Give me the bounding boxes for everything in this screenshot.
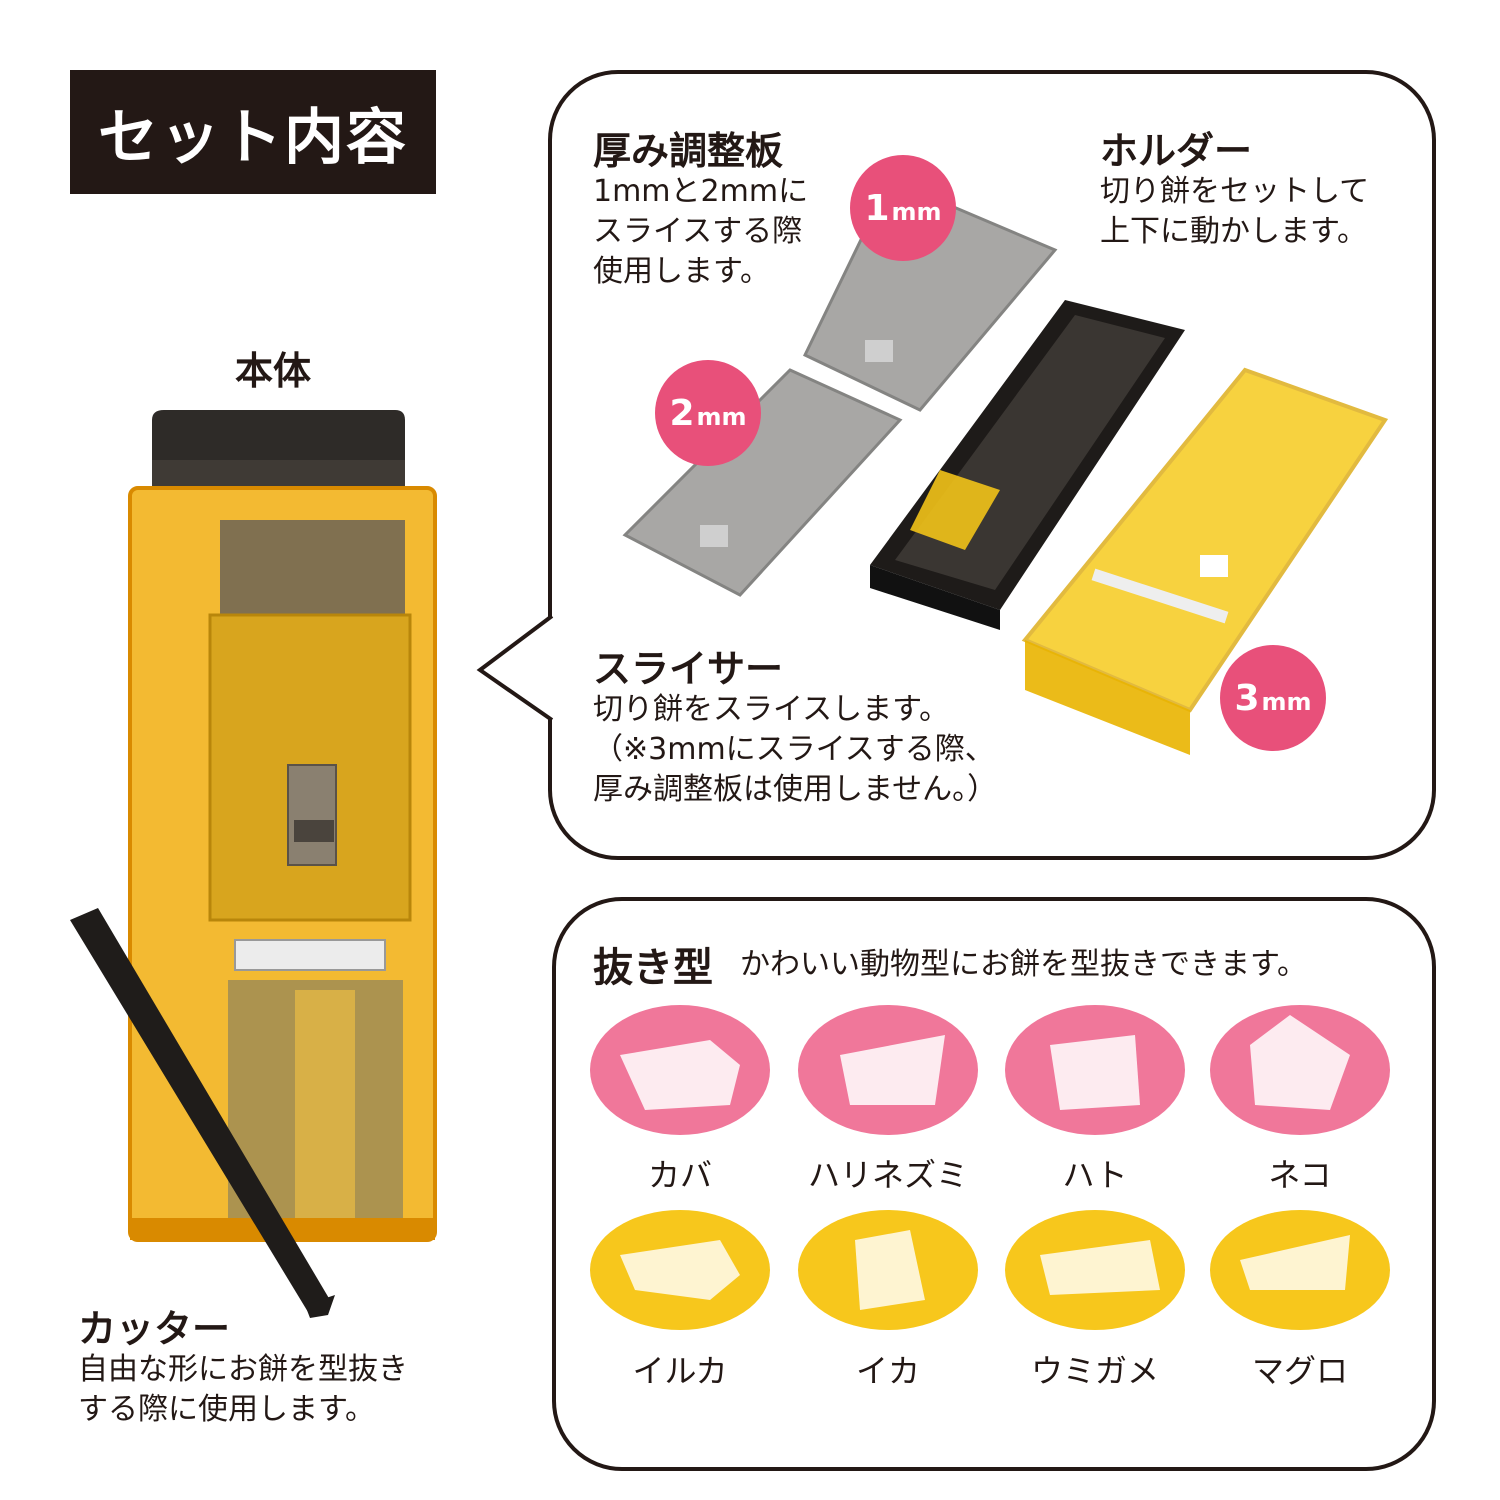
hedgehog-cutter-icon [798,1005,978,1135]
cutter-label-dolphin: イルカ [632,1352,728,1390]
adjust-plate-desc-line1: 1mmと2mmに [593,174,809,209]
pink-cutters-image [590,1005,1390,1135]
adjust-plate-desc-line2: スライスする際 [593,214,803,249]
dolphin-cutter-icon [590,1210,770,1330]
cat-cutter-icon [1210,1005,1390,1135]
cutter-label-hippo: カバ [647,1156,712,1194]
holder-desc-line2: 上下に動かします。 [1100,214,1367,249]
main-body-label: 本体 [235,349,312,393]
squid-cutter-icon [798,1210,978,1330]
cutter-label-hedgehog: ハリネズミ [807,1156,968,1194]
cutter-desc-line1: 自由な形にお餅を型抜き [78,1352,408,1387]
cutter-label-cat: ネコ [1268,1156,1332,1194]
holder-title: ホルダー [1100,129,1253,173]
bubble-pointer [476,614,556,722]
pigeon-cutter-icon [1005,1005,1185,1135]
cutters-bubble [552,897,1436,1471]
cutter-label-squid: イカ [855,1352,920,1390]
main-body-image [70,410,437,1318]
cutter-label-turtle: ウミガメ [1030,1352,1159,1390]
cutter-desc-line2: する際に使用します。 [78,1392,375,1427]
turtle-cutter-icon [1005,1210,1185,1330]
cutters-subtitle: かわいい動物型にお餅を型抜きできます。 [740,947,1307,982]
adjust-plate-title: 厚み調整板 [593,129,784,173]
hippo-cutter-icon [590,1005,770,1135]
tuna-cutter-icon [1210,1210,1390,1330]
cutter-title: カッター [78,1307,231,1351]
adjust-plate-desc-line3: 使用します。 [593,254,770,289]
slicer-title: スライサー [593,647,784,691]
page-title: セット内容 [70,70,436,194]
cutter-label-pigeon: ハト [1062,1156,1128,1194]
cutter-label-tuna: マグロ [1251,1352,1348,1390]
parts-image [622,178,1389,755]
yellow-cutters-image [590,1210,1390,1330]
slicer-desc-line3: 厚み調整板は使用しません。） [593,772,998,807]
slicer-desc-line2: （※3mmにスライスする際、 [593,732,995,767]
cutters-title: 抜き型 [593,945,713,991]
slicer-desc-line1: 切り餅をスライスします。 [593,692,950,727]
holder-desc-line1: 切り餅をセットして [1100,174,1370,209]
